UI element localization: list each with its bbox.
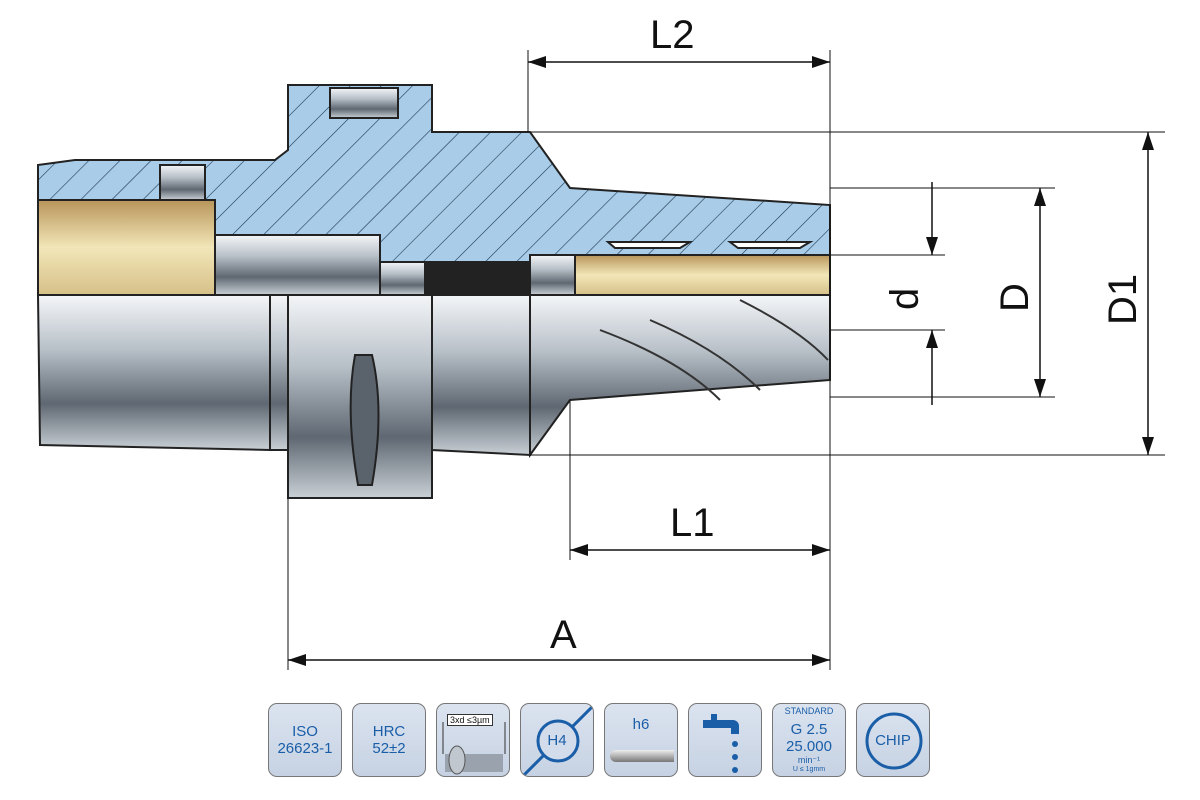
extension-lines — [287, 50, 1165, 670]
dim-A: A — [550, 613, 577, 657]
h6-shank-icon: h6 — [604, 703, 678, 777]
shank-icon — [610, 750, 674, 762]
dim-D1: D1 — [1101, 274, 1145, 325]
h6-label: h6 — [632, 716, 650, 733]
dimension-lines — [288, 56, 1154, 666]
balance-standard: STANDARD — [784, 706, 834, 716]
balance-rpm: 25.000 — [786, 738, 832, 755]
hrc-label: HRC — [372, 723, 406, 740]
runout-icon: 3xd ≤3µm — [436, 703, 510, 777]
iso-number: 26623-1 — [277, 740, 333, 757]
h4-label: H4 — [547, 731, 567, 749]
holder-lower-half — [36, 294, 831, 499]
holder-section-upper — [37, 84, 831, 296]
balance-grade: G 2.5 — [790, 721, 828, 738]
dim-L1: L1 — [670, 501, 715, 545]
iso-label: ISO — [292, 723, 318, 740]
dim-L2: L2 — [650, 13, 695, 57]
hrc-value: 52±2 — [372, 740, 406, 757]
chip-icon: CHIP — [856, 703, 930, 777]
runout-label: 3xd ≤3µm — [447, 714, 493, 726]
balance-unbalance: U ≤ 1gmm — [792, 766, 826, 773]
chip-label: CHIP — [875, 731, 911, 749]
dim-D: D — [993, 283, 1037, 312]
balance-grade-icon: STANDARD G 2.5 25.000 min⁻¹ U ≤ 1gmm — [772, 703, 846, 777]
coolant-icon — [688, 703, 762, 777]
dim-d: d — [883, 288, 927, 310]
h4-tolerance-icon: H4 — [520, 703, 594, 777]
balance-rpm-unit: min⁻¹ — [797, 755, 821, 765]
